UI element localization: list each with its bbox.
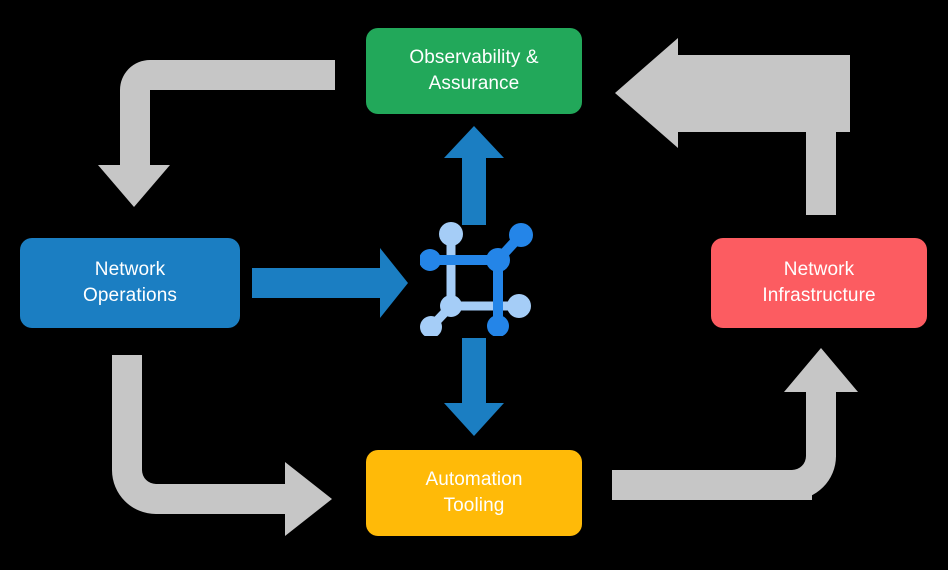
node-label: Observability & Assurance — [409, 47, 539, 94]
arrow-operations-to-center — [252, 248, 408, 318]
connector-infrastructure-to-observability — [615, 38, 850, 215]
connector-operations-to-automation — [112, 355, 332, 536]
node-automation-tooling[interactable]: Automation Tooling — [366, 450, 582, 536]
node-label: Network Operations — [83, 259, 177, 306]
connector-automation-to-infrastructure — [612, 348, 858, 500]
arrow-center-to-automation — [444, 338, 504, 436]
network-topology-icon — [420, 222, 536, 336]
node-label: Automation Tooling — [425, 469, 523, 516]
node-network-infrastructure[interactable]: Network Infrastructure — [711, 238, 927, 328]
arrow-center-to-observability — [444, 126, 504, 225]
node-label: Network Infrastructure — [762, 259, 876, 306]
connector-observability-to-operations — [98, 60, 335, 207]
node-observability-assurance[interactable]: Observability & Assurance — [366, 28, 582, 114]
node-network-operations[interactable]: Network Operations — [20, 238, 240, 328]
